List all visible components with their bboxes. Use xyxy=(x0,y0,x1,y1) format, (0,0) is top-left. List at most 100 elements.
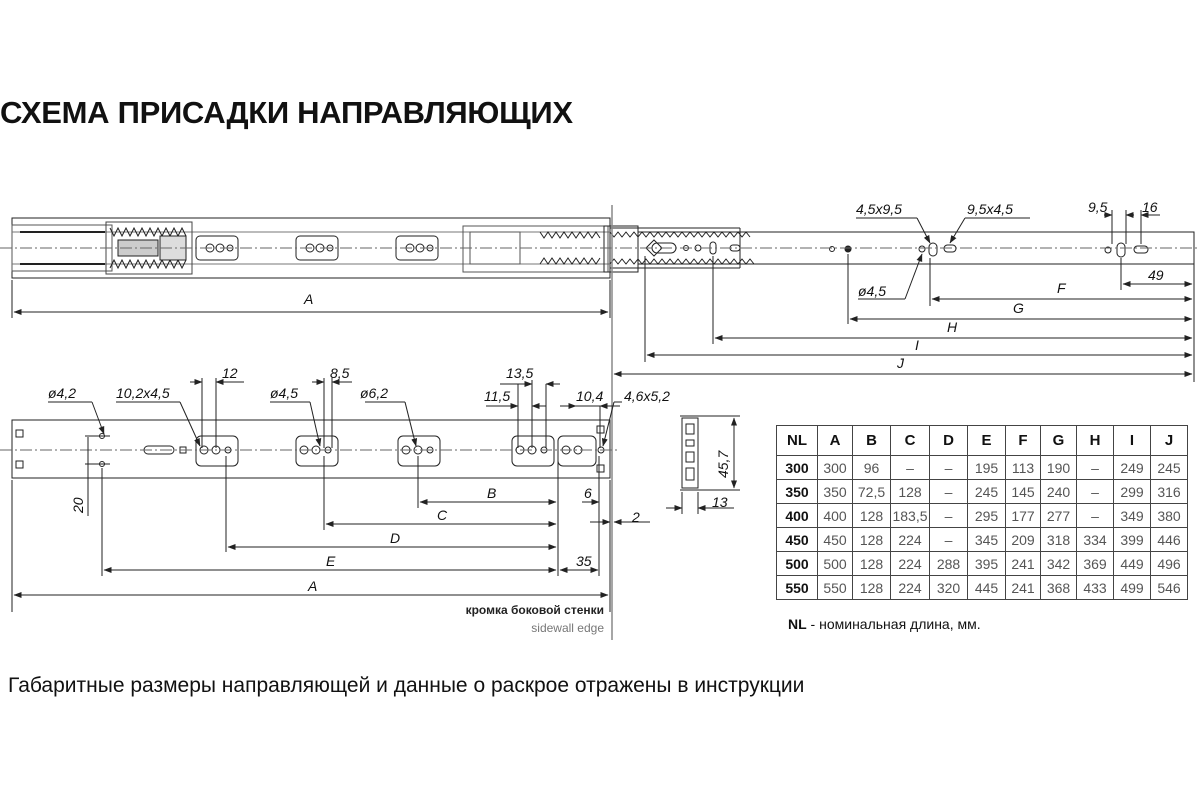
table-cell: 128 xyxy=(852,551,891,576)
callout-slot-4-5x9-5: 4,5x9,5 xyxy=(856,201,902,217)
table-cell: – xyxy=(929,527,968,552)
callout-hole-4-5-bottom: ø4,5 xyxy=(270,385,298,401)
table-cell: 224 xyxy=(890,575,930,600)
dim-label-d: D xyxy=(390,530,400,546)
table-cell: 449 xyxy=(1113,551,1151,576)
table-cell: 550 xyxy=(776,575,818,600)
table-cell: 450 xyxy=(776,527,818,552)
table-cell: 72,5 xyxy=(852,479,891,504)
col-header-b: B xyxy=(852,425,891,456)
table-row: 400 400 128 183,5 – 295 177 277 – 349 38… xyxy=(776,503,1188,528)
table-cell: 183,5 xyxy=(890,503,930,528)
dim-label-a-top: A xyxy=(303,291,313,307)
dim-label-h: H xyxy=(947,319,958,335)
callout-slot-4-6x5-2: 4,6x5,2 xyxy=(624,388,670,404)
dim-label-f: F xyxy=(1057,280,1067,296)
dim-10-4: 10,4 xyxy=(576,388,603,404)
table-cell: 128 xyxy=(852,527,891,552)
table-cell: 496 xyxy=(1150,551,1188,576)
dim-label-a-bottom: A xyxy=(307,578,317,594)
table-cell: 288 xyxy=(929,551,968,576)
table-cell: 334 xyxy=(1076,527,1114,552)
table-cell: – xyxy=(929,503,968,528)
table-cell: 445 xyxy=(967,575,1006,600)
table-cell: 400 xyxy=(817,503,853,528)
table-cell: 245 xyxy=(967,479,1006,504)
table-cell: 295 xyxy=(967,503,1006,528)
dim-9-5: 9,5 xyxy=(1088,199,1108,215)
table-cell: 320 xyxy=(929,575,968,600)
table-cell: 380 xyxy=(1150,503,1188,528)
table-cell: 300 xyxy=(817,455,853,480)
note-key: NL xyxy=(788,616,807,632)
rail-profile-section xyxy=(666,415,740,514)
table-cell: 277 xyxy=(1040,503,1077,528)
table-note: NL - номинальная длина, мм. xyxy=(788,616,981,632)
table-cell: – xyxy=(1076,479,1114,504)
table-cell: 546 xyxy=(1150,575,1188,600)
table-cell: 499 xyxy=(1113,575,1151,600)
sidewall-edge-label-ru: кромка боковой стенки xyxy=(466,603,604,617)
table-cell: 245 xyxy=(1150,455,1188,480)
table-cell: 224 xyxy=(890,551,930,576)
col-header-d: D xyxy=(929,425,968,456)
table-cell: 342 xyxy=(1040,551,1077,576)
table-cell: 209 xyxy=(1005,527,1041,552)
table-cell: 128 xyxy=(852,575,891,600)
bottom-rail-drawing xyxy=(0,419,620,479)
col-header-i: I xyxy=(1113,425,1151,456)
table-cell: 316 xyxy=(1150,479,1188,504)
table-cell: 318 xyxy=(1040,527,1077,552)
col-header-nl: NL xyxy=(776,425,818,456)
table-cell: 190 xyxy=(1040,455,1077,480)
table-cell: 300 xyxy=(776,455,818,480)
table-row: 350 350 72,5 128 – 245 145 240 – 299 316 xyxy=(776,479,1188,504)
table-cell: 550 xyxy=(817,575,853,600)
top-rail-drawing xyxy=(0,205,1200,640)
dim-2: 2 xyxy=(631,509,640,525)
table-cell: 500 xyxy=(817,551,853,576)
callout-hole-6-2: ø6,2 xyxy=(360,385,388,401)
table-cell: 177 xyxy=(1005,503,1041,528)
table-cell: 395 xyxy=(967,551,1006,576)
profile-width: 13 xyxy=(712,494,728,510)
col-header-c: C xyxy=(890,425,930,456)
dim-label-g: G xyxy=(1013,300,1024,316)
table-cell: 195 xyxy=(967,455,1006,480)
table-cell: 145 xyxy=(1005,479,1041,504)
table-cell: 400 xyxy=(776,503,818,528)
table-row: 300 300 96 – – 195 113 190 – 249 245 xyxy=(776,455,1188,480)
dim-13-5: 13,5 xyxy=(506,365,533,381)
callout-slot-9-5x4-5: 9,5x4,5 xyxy=(967,201,1013,217)
dim-16: 16 xyxy=(1142,199,1158,215)
callout-slot-10-2x4-5: 10,2x4,5 xyxy=(116,385,170,401)
bottom-dimension-lines xyxy=(11,378,650,612)
table-cell: – xyxy=(1076,503,1114,528)
callout-hole-4-5-top: ø4,5 xyxy=(858,283,886,299)
top-dimension-lines xyxy=(11,210,1195,382)
dim-label-c: C xyxy=(437,507,448,523)
col-header-g: G xyxy=(1040,425,1077,456)
dim-35: 35 xyxy=(576,553,592,569)
table-cell: 446 xyxy=(1150,527,1188,552)
table-cell: 96 xyxy=(852,455,891,480)
dim-20: 20 xyxy=(70,497,86,514)
table-cell: – xyxy=(1076,455,1114,480)
page-title: СХЕМА ПРИСАДКИ НАПРАВЛЯЮЩИХ xyxy=(0,95,573,130)
table-cell: 224 xyxy=(890,527,930,552)
table-header-row: NL A B C D E F G H I J xyxy=(776,425,1188,456)
table-cell: 113 xyxy=(1005,455,1041,480)
col-header-h: H xyxy=(1076,425,1114,456)
dim-11-5: 11,5 xyxy=(484,388,510,404)
table-cell: – xyxy=(929,479,968,504)
col-header-j: J xyxy=(1150,425,1188,456)
note-text: - номинальная длина, мм. xyxy=(806,616,981,632)
table-cell: 349 xyxy=(1113,503,1151,528)
footer-caption: Габаритные размеры направляющей и данные… xyxy=(8,674,805,697)
table-cell: 368 xyxy=(1040,575,1077,600)
table-cell: 350 xyxy=(776,479,818,504)
col-header-a: A xyxy=(817,425,853,456)
dim-49: 49 xyxy=(1148,267,1164,283)
callout-hole-4-2: ø4,2 xyxy=(48,385,76,401)
